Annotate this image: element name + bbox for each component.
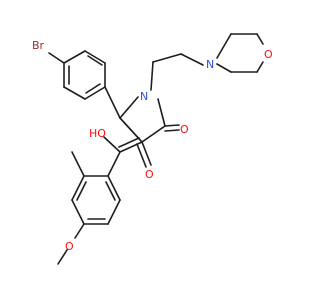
bromine-label: Br <box>32 39 45 52</box>
morpholine-nitrogen-label: N <box>206 58 214 71</box>
methyl-bond <box>71 151 85 177</box>
ketone-bond-1b <box>164 129 180 132</box>
hydroxyl-label: HO <box>89 127 106 140</box>
bromine-bond <box>48 52 65 64</box>
methoxy-oxygen-label: O <box>65 240 74 253</box>
ring-nitrogen-label: N <box>140 90 148 103</box>
propyl-chain <box>150 53 204 91</box>
hydroxyl-bond <box>103 136 121 153</box>
methoxy-carbon-bond <box>57 249 68 265</box>
ketone-bond-2 <box>141 141 152 166</box>
ketone-oxygen-1-label: O <box>180 123 189 136</box>
morpholine-ring <box>216 33 264 73</box>
ketone-oxygen-2-label: O <box>145 168 154 181</box>
ketone-bond-1 <box>164 124 180 127</box>
molecule-structure: Br O N N HO O O O <box>32 33 273 265</box>
enol-double-2 <box>118 137 140 148</box>
enol-double <box>119 141 143 153</box>
methoxy-bond <box>74 223 85 239</box>
morpholine-oxygen-label: O <box>264 48 273 61</box>
ketone-bond-2b <box>136 143 147 168</box>
bromophenyl-ring <box>63 50 106 100</box>
molecule-drawing: Br O N N HO O O O <box>32 33 273 265</box>
methoxyphenyl-ring <box>71 151 121 225</box>
